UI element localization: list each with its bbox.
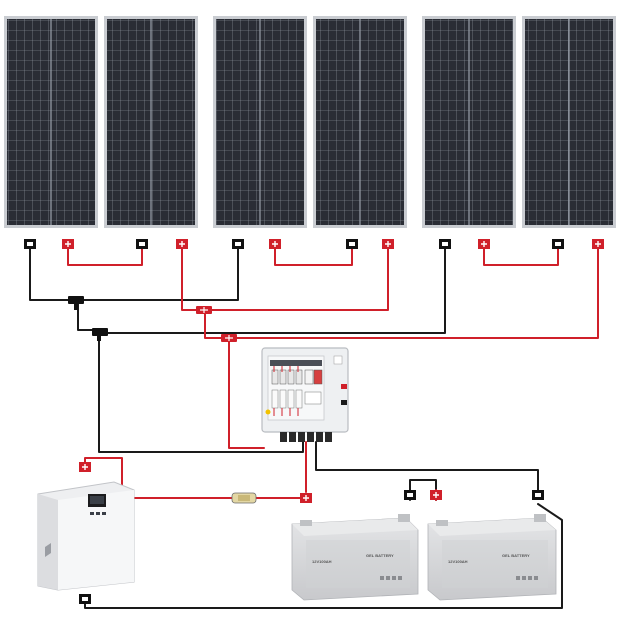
y-branch-negative-icon [68, 296, 84, 310]
mc4-connector-negative-icon [404, 490, 416, 500]
mc4-connector-negative-icon [552, 239, 564, 249]
mc4-connector-positive-icon [62, 239, 74, 249]
solar-panel-5 [422, 16, 516, 228]
battery-brand-label: GEL BATTERY [502, 553, 530, 558]
mc4-connector-negative-icon [136, 239, 148, 249]
panel-connectors [24, 239, 604, 249]
mc4-connector-negative-icon [346, 239, 358, 249]
combiner-glands [280, 432, 332, 442]
combiner-negative-out-wire [315, 441, 539, 491]
return-negative-wire [84, 503, 563, 609]
negative-wire-string-1 [29, 247, 74, 301]
mc4-connector-positive-icon [269, 239, 281, 249]
y-branch-positive-icon [196, 306, 212, 314]
mc4-connector-negative-icon [24, 239, 36, 249]
positive-wire-string-1 [181, 247, 201, 311]
combiner-box [261, 347, 349, 442]
mc4-connector-positive-icon [592, 239, 604, 249]
battery-rating-label: 12V100AH [312, 559, 332, 564]
mc4-connector-negative-icon [439, 239, 451, 249]
mc4-connector-positive-icon [430, 490, 442, 500]
negative-trunk-wire [77, 299, 304, 453]
inverter [37, 481, 135, 591]
mc4-connector-positive-icon [79, 462, 91, 472]
positive-trunk-wire [204, 309, 265, 449]
series-jumper-pair-2 [274, 247, 353, 266]
solar-panel-3 [213, 16, 307, 228]
y-branch-positive-icon [221, 334, 237, 342]
solar-panel-1 [4, 16, 98, 228]
y-branch-negative-icon [92, 328, 108, 341]
gel-battery-2: GEL BATTERY 12V100AH [427, 514, 557, 601]
inline-fuse-icon [231, 492, 257, 504]
negative-wire-string-2 [82, 247, 239, 301]
solar-panel-6 [522, 16, 616, 228]
inverter-positive-wire [84, 457, 233, 499]
battery-brand-label: GEL BATTERY [366, 553, 394, 558]
positive-wire-string-3 [232, 247, 599, 339]
mc4-connector-positive-icon [300, 493, 312, 503]
mc4-connector-negative-icon [79, 594, 91, 604]
wiring [29, 247, 599, 609]
mc4-connector-positive-icon [478, 239, 490, 249]
solar-panel-4 [313, 16, 407, 228]
series-jumper-pair-3 [483, 247, 559, 266]
series-jumper-pair-1 [67, 247, 143, 266]
branch-connectors [68, 296, 237, 342]
inverter-logo-icon [45, 543, 51, 557]
solar-panel-2 [104, 16, 198, 228]
battery-rating-label: 12V100AH [448, 559, 468, 564]
gel-battery-1: GEL BATTERY 12V100AH [291, 514, 419, 601]
mc4-connector-positive-icon [382, 239, 394, 249]
mc4-connector-negative-icon [532, 490, 544, 500]
mc4-connector-positive-icon [176, 239, 188, 249]
mc4-connector-negative-icon [232, 239, 244, 249]
negative-wire-string-3 [106, 247, 446, 334]
positive-wire-string-2 [209, 247, 389, 311]
solar-panel-array [4, 16, 616, 228]
breaker-row-icon [265, 360, 323, 416]
